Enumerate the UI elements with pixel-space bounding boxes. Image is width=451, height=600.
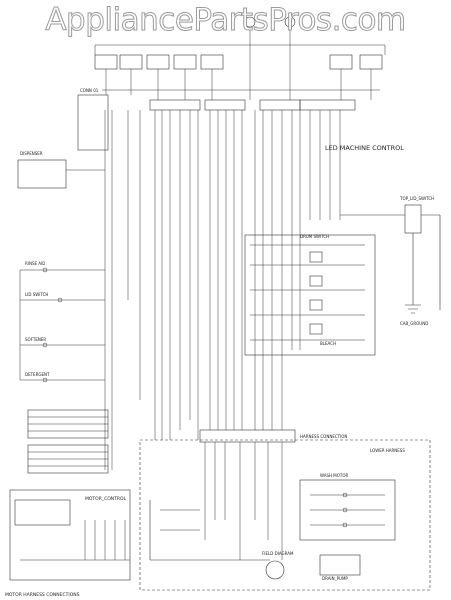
watermark: AppliancePartsPros.com bbox=[45, 2, 407, 39]
motor-connector bbox=[14, 499, 71, 526]
connector-label: CONN 01 bbox=[80, 88, 99, 93]
lid-switch-box bbox=[404, 204, 422, 234]
led-machine-control-label: LED MACHINE CONTROL bbox=[325, 144, 404, 152]
cab-ground-label: CAB_GROUND bbox=[400, 321, 428, 326]
component-box-7 bbox=[359, 54, 383, 70]
motor-connections-label: MOTOR HARNESS CONNECTIONS bbox=[5, 592, 80, 598]
detergent-label: DETERGENT bbox=[25, 372, 50, 377]
lid-switch-label: LID SWITCH bbox=[25, 292, 48, 297]
lower-harness-label: LOWER HARNESS bbox=[370, 448, 405, 453]
component-box-3 bbox=[146, 54, 170, 70]
component-box-6 bbox=[329, 54, 353, 70]
softener-label: SOFTENER bbox=[25, 337, 46, 342]
component-box-2 bbox=[119, 54, 143, 70]
bleach-label: BLEACH bbox=[320, 341, 336, 346]
connector-top-1 bbox=[149, 99, 201, 111]
valve-coil-1 bbox=[309, 251, 323, 263]
component-box-5 bbox=[200, 54, 224, 70]
field-diagram-label: FIELD DIAGRAM bbox=[262, 551, 294, 556]
connector-top-2 bbox=[204, 99, 246, 111]
valve-coil-2 bbox=[309, 275, 323, 287]
dispenser-label: DISPENSER bbox=[20, 151, 43, 156]
valve-block bbox=[244, 234, 376, 356]
motor-area bbox=[9, 489, 131, 581]
lower-harness-boundary bbox=[139, 439, 431, 591]
drain-pump-box bbox=[319, 554, 361, 576]
connector-top-3 bbox=[259, 99, 301, 111]
connector-left bbox=[77, 94, 109, 151]
harness-connector bbox=[199, 429, 296, 443]
drum-switch-label: DRUM SWITCH bbox=[300, 234, 329, 239]
motor-control-label: MOTOR_CONTROL bbox=[85, 496, 127, 502]
top-lid-switch-label: TOP_LID_SWITCH bbox=[399, 196, 434, 201]
valve-coil-3 bbox=[309, 299, 323, 311]
wash-motor-box bbox=[299, 479, 396, 541]
valve-coil-4 bbox=[309, 323, 323, 335]
harness-connection-label: HARNESS CONNECTION bbox=[300, 434, 347, 439]
ground-symbol bbox=[405, 304, 421, 314]
rinse-aid-label: RINSE AID bbox=[25, 261, 45, 266]
dispenser-box bbox=[17, 159, 67, 189]
component-box-1 bbox=[94, 54, 118, 70]
wash-motor-label: WASH MOTOR bbox=[320, 473, 348, 478]
drain-pump-symbol bbox=[265, 560, 285, 580]
connector-top-4 bbox=[299, 99, 356, 111]
drain-pump-label: DRAIN_PUMP bbox=[322, 576, 348, 581]
component-box-4 bbox=[173, 54, 197, 70]
